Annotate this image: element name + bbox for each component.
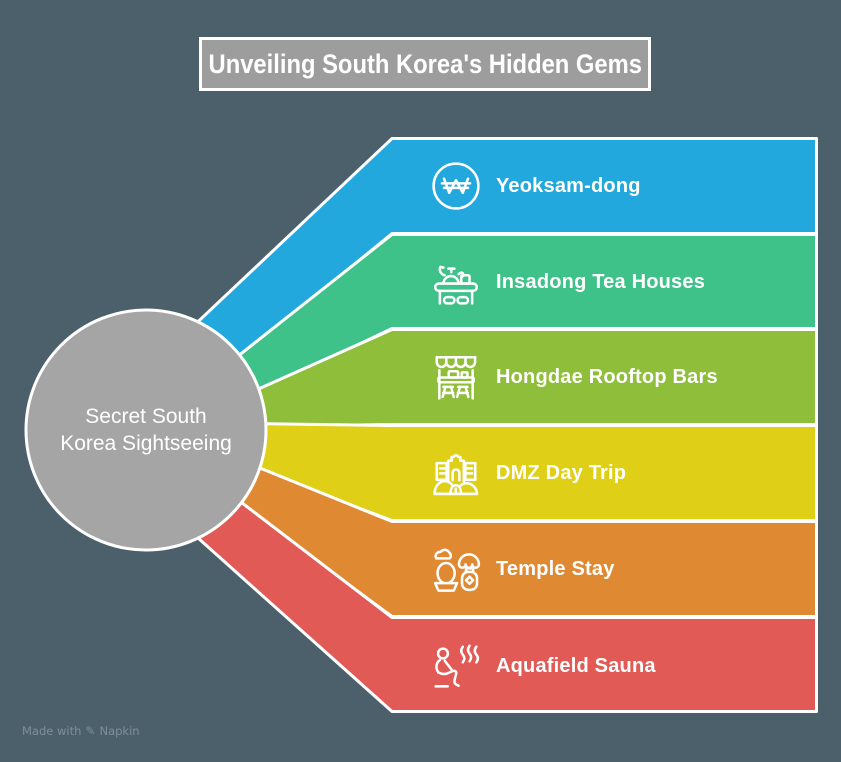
storefront-bar-icon <box>435 355 477 400</box>
center-circle <box>24 308 268 552</box>
band-row-aquafield: Aquafield Sauna <box>431 640 821 692</box>
pen-icon: ✎ <box>85 724 96 738</box>
band-label: Hongdae Rooftop Bars <box>496 365 718 388</box>
band-label: Aquafield Sauna <box>496 654 656 677</box>
band-label: Temple Stay <box>496 557 615 580</box>
band-label: Insadong Tea Houses <box>496 270 706 293</box>
band-row-dmz: DMZ Day Trip <box>431 447 821 499</box>
watermark-brand: Napkin <box>99 724 140 738</box>
band-row-hongdae: Hongdae Rooftop Bars <box>431 351 821 403</box>
band-row-temple: Temple Stay <box>431 543 821 595</box>
band-row-insadong: Insadong Tea Houses <box>431 256 821 308</box>
title-box: Unveiling South Korea's Hidden Gems <box>199 37 651 91</box>
watermark: Made with ✎ Napkin <box>22 724 140 738</box>
temple-objects-icon <box>433 548 481 592</box>
center-circle-line2: Korea Sightseeing <box>60 432 232 455</box>
band-row-yeoksam: Yeoksam-dong <box>431 160 821 212</box>
band-label: Yeoksam-dong <box>496 174 641 197</box>
watermark-prefix: Made with <box>22 724 82 738</box>
band-label: DMZ Day Trip <box>496 461 627 484</box>
tea-table-icon <box>433 265 479 305</box>
page-title: Unveiling South Korea's Hidden Gems <box>208 48 642 79</box>
won-currency-icon <box>432 162 480 210</box>
sauna-person-icon <box>434 644 480 688</box>
center-circle-line1: Secret South <box>85 405 207 428</box>
gate-monument-icon <box>433 454 479 496</box>
center-circle-label: Secret South Korea Sightseeing <box>36 403 256 457</box>
